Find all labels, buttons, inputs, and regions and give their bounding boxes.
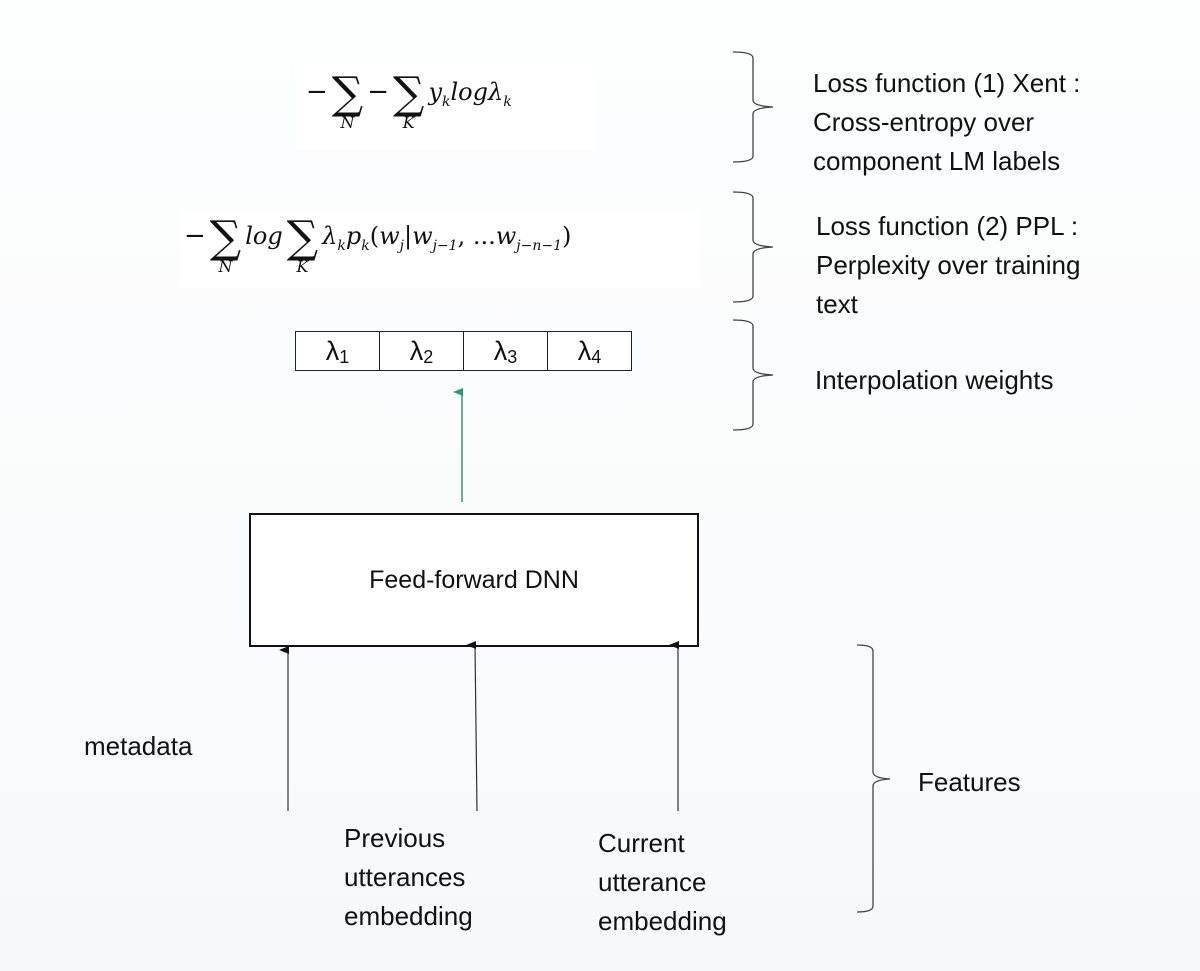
ellipsis: , ... [457,222,496,250]
label-term: yk [428,78,451,110]
sum-over-n: ∑ N [209,212,242,276]
minus-sign: − [184,221,206,251]
previous-embedding-arrow [466,640,478,812]
weights-brace [732,319,774,431]
log-term: log [245,222,283,250]
current-utterance-label: Current utterance embedding [598,828,727,936]
ppl-formula: − ∑ N log ∑ K λk pk ( wj | wj−1 , ... wj… [180,212,700,288]
log-term: log [450,78,488,106]
lambda-term: λk [322,222,346,254]
previous-utterances-label: Previous utterances embedding [344,823,473,931]
weights-label: Interpolation weights [815,365,1054,395]
given-bar: | [403,222,413,250]
feed-forward-dnn-box: Feed-forward DNN [249,513,699,647]
sum-over-k: ∑ K [393,68,425,132]
loss2-brace [732,191,774,303]
word-j: wj [379,222,404,254]
sum-over-n: ∑ N [331,68,364,132]
word-j-n-1: wj−n−1 [495,222,563,254]
sum-over-k: ∑ K [286,212,319,276]
features-label: Features [918,767,1021,797]
word-j-1: wj−1 [412,222,458,254]
minus-sign: − [306,77,328,107]
open-paren: ( [369,222,380,250]
lambda-term: λk [487,78,512,110]
close-paren: ) [562,222,572,250]
loss2-label: Loss function (2) PPL : Perplexity over … [816,211,1081,319]
dnn-label: Feed-forward DNN [369,565,579,594]
minus-sign: − [367,77,390,107]
prob-term: pk [345,222,370,254]
loss1-brace [732,51,774,163]
xent-formula: − ∑ N − ∑ K yk log λk [296,60,596,150]
metadata-label: metadata [84,731,193,761]
features-brace [856,644,891,913]
loss1-label: Loss function (1) Xent : Cross-entropy o… [813,68,1081,176]
